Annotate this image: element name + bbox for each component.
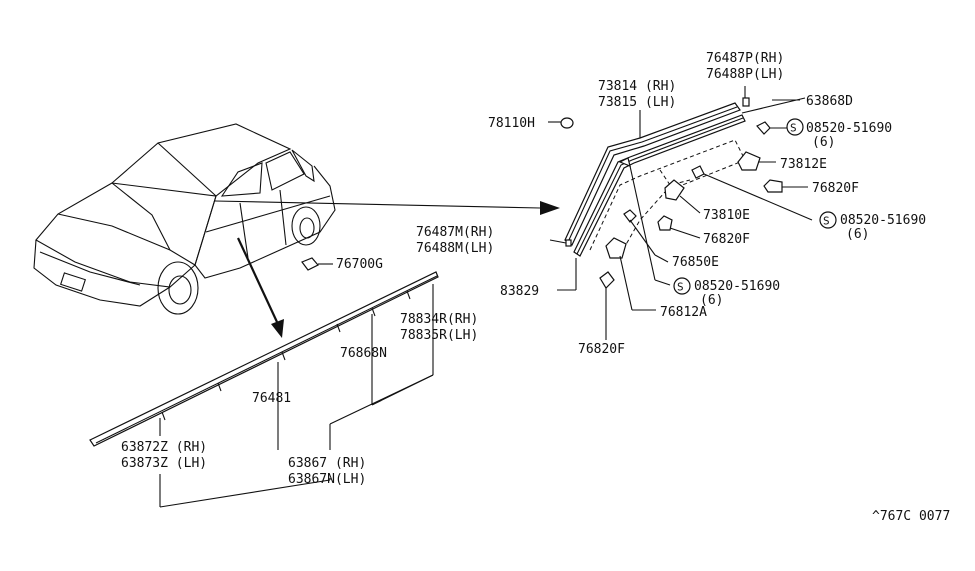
label-08520-b-qty: (6) xyxy=(846,227,869,242)
label-76812A: 76812A xyxy=(660,305,707,320)
label-83829: 83829 xyxy=(500,284,539,299)
label-73812E: 73812E xyxy=(780,157,827,172)
screw-symbol-b: S xyxy=(819,211,837,229)
label-76820F-b: 76820F xyxy=(703,232,750,247)
label-73810E: 73810E xyxy=(703,208,750,223)
sash-molding-assembly xyxy=(549,86,813,340)
screw-symbol-c: S xyxy=(673,277,691,295)
svg-text:S: S xyxy=(823,215,830,228)
svg-text:S: S xyxy=(677,281,684,294)
label-08520-b: 08520-51690 xyxy=(840,213,926,228)
label-78834R: 78834R(RH) xyxy=(400,312,478,327)
clip-78110H xyxy=(548,117,574,129)
label-76487M: 76487M(RH) xyxy=(416,225,494,240)
label-63867N: 63867N(LH) xyxy=(288,472,366,487)
label-76820F-c: 76820F xyxy=(578,342,625,357)
side-molding-assembly xyxy=(89,271,439,508)
label-08520-c: 08520-51690 xyxy=(694,279,780,294)
label-76868N: 76868N xyxy=(340,346,387,361)
label-63872Z: 63872Z (RH) xyxy=(121,440,207,455)
label-08520-c-qty: (6) xyxy=(700,293,723,308)
label-63868D: 63868D xyxy=(806,94,853,109)
clip-76700G xyxy=(301,257,333,271)
label-76488M: 76488M(LH) xyxy=(416,241,494,256)
label-76700G: 76700G xyxy=(336,257,383,272)
screw-symbol-a: S xyxy=(786,118,804,136)
label-78110H: 78110H xyxy=(488,116,535,131)
svg-text:S: S xyxy=(790,122,797,135)
pointer-arrows xyxy=(214,200,560,338)
label-76487P: 76487P(RH) xyxy=(706,51,784,66)
label-76488P: 76488P(LH) xyxy=(706,67,784,82)
car-illustration xyxy=(33,123,336,315)
label-76850E: 76850E xyxy=(672,255,719,270)
label-73814: 73814 (RH) xyxy=(598,79,676,94)
label-63867: 63867 (RH) xyxy=(288,456,366,471)
label-73815: 73815 (LH) xyxy=(598,95,676,110)
label-63873Z: 63873Z (LH) xyxy=(121,456,207,471)
label-08520-a-qty: (6) xyxy=(812,135,835,150)
label-76481: 76481 xyxy=(252,391,291,406)
label-76820F-a: 76820F xyxy=(812,181,859,196)
diagram-code: ^767C 0077 xyxy=(872,509,950,524)
label-78835R: 78835R(LH) xyxy=(400,328,478,343)
label-08520-a: 08520-51690 xyxy=(806,121,892,136)
